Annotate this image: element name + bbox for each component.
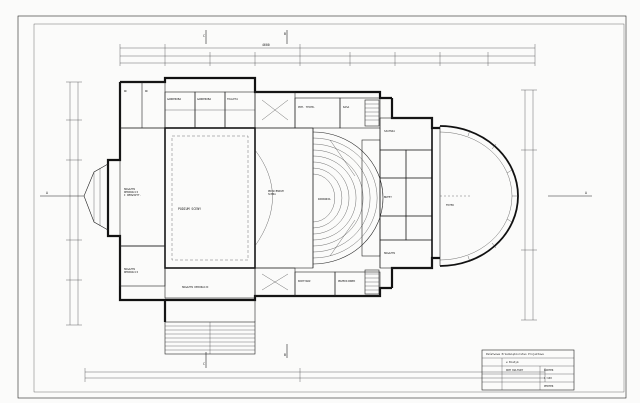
bottom-service-rooms xyxy=(254,267,381,297)
wc1-label: WC xyxy=(124,89,128,93)
building-outer-walls xyxy=(106,76,440,322)
title-line3: PARTER xyxy=(544,368,554,372)
garderoba1-label: GARDEROBA xyxy=(167,97,181,101)
section-b-top-label: B xyxy=(284,32,286,36)
lower-left-room xyxy=(119,245,166,287)
section-a-left-label: A xyxy=(46,191,48,195)
toaleta-label: TOALETA xyxy=(227,97,238,101)
pom-tech-label: POM. TECHN. xyxy=(298,105,315,109)
left-dimension-chain xyxy=(66,81,82,326)
entrance-stairs xyxy=(164,300,256,355)
korytarz-label: KORYTARZ xyxy=(298,279,311,283)
left-bay-projection xyxy=(83,163,109,231)
magazyn-label: MAGAZYN xyxy=(384,251,395,255)
section-marker-b-bottom: B xyxy=(284,344,288,358)
sheet-border-inner xyxy=(33,23,625,393)
bufet-label: BUFET xyxy=(384,195,392,199)
garderoba2-label: GARDEROBA xyxy=(197,97,211,101)
section-a-right-label: A xyxy=(585,191,587,195)
right-dimension-chain xyxy=(521,89,537,321)
section-marker-a-right: A xyxy=(548,191,592,197)
section-b-bottom-label: B xyxy=(284,353,286,357)
section-marker-c-top: C xyxy=(203,30,207,44)
title-line4: DOM KULTURY xyxy=(506,368,524,372)
title-sheet-no: PERTER xyxy=(544,384,554,388)
kasa-label: KASA xyxy=(343,105,350,109)
title-line2: w Białym xyxy=(506,360,519,364)
przedsionek-label: PRZEDSIONEK xyxy=(338,279,356,283)
szatnia-label: SZATNIA xyxy=(384,129,395,133)
wc2-label: WC xyxy=(145,89,149,93)
audience-label: WIDOWNIA xyxy=(318,197,331,201)
stair-symbol-top xyxy=(364,99,380,127)
top-dimension-chain xyxy=(119,44,536,66)
section-marker-b-top: B xyxy=(284,30,288,44)
foyer-label: FOYER xyxy=(446,203,454,207)
bottom-dimension-chain xyxy=(84,368,546,382)
top-corridor-rooms xyxy=(254,91,381,129)
stair-symbol-bottom xyxy=(364,269,380,295)
stage-house xyxy=(164,127,256,269)
stage-left-room xyxy=(119,127,166,247)
title-scale: 1:100 xyxy=(544,376,552,380)
title-block xyxy=(481,349,575,391)
overall-width-label: 4600 xyxy=(262,43,270,47)
stage-label: PODIUM SCENY xyxy=(178,207,201,211)
section-c-bottom-label: C xyxy=(203,362,205,366)
sheet-border-outer xyxy=(17,15,627,399)
foyer-rotunda xyxy=(439,125,519,267)
stair-hall-room xyxy=(164,267,256,299)
title-line1: Państwowe Przedsiębiorstwo Projektowe xyxy=(486,352,544,356)
section-marker-a-left: A xyxy=(40,191,84,197)
right-block-rooms xyxy=(379,117,433,269)
stair-hall-label: MAGAZYN DEKORACJI xyxy=(182,285,209,289)
section-c-top-label: C xyxy=(203,34,205,38)
section-marker-c-bottom: C xyxy=(203,352,207,368)
proscenium-area xyxy=(254,127,314,269)
top-service-rooms xyxy=(119,81,256,129)
